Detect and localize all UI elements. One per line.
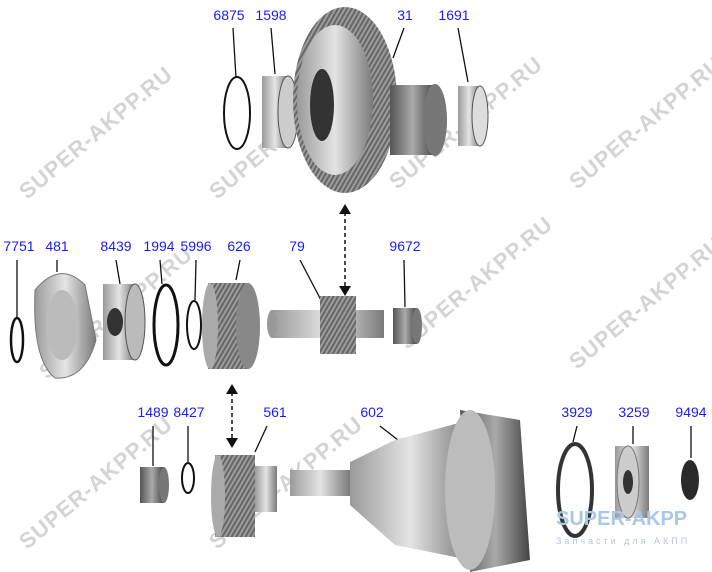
label-8427[interactable]: 8427: [173, 404, 205, 420]
label-31[interactable]: 31: [397, 7, 413, 23]
label-79[interactable]: 79: [289, 238, 305, 254]
part-79-shaft: [267, 296, 384, 354]
label-602[interactable]: 602: [360, 404, 384, 420]
arrow-heads: [226, 204, 351, 448]
label-9672[interactable]: 9672: [389, 238, 421, 254]
logo-tagline: Запчасти для АКПП: [556, 536, 691, 546]
label-626[interactable]: 626: [227, 238, 251, 254]
leader-lines: [16, 27, 692, 466]
part-1489-needle-bearing: [140, 467, 169, 503]
logo: SUPER-AKPP: [556, 508, 688, 530]
label-481[interactable]: 481: [45, 238, 69, 254]
label-1994[interactable]: 1994: [143, 238, 175, 254]
label-3259[interactable]: 3259: [618, 404, 650, 420]
part-8427-ring: [181, 462, 195, 494]
label-1691[interactable]: 1691: [438, 7, 470, 23]
label-7751[interactable]: 7751: [3, 238, 35, 254]
label-9494[interactable]: 9494: [675, 404, 707, 420]
part-9494-nut: [681, 460, 699, 500]
label-1598[interactable]: 1598: [255, 7, 287, 23]
part-561-gear: [211, 455, 277, 537]
label-3929[interactable]: 3929: [561, 404, 593, 420]
part-8439-bearing: [103, 283, 146, 361]
part-602-drum: [290, 410, 530, 572]
label-6875[interactable]: 6875: [213, 7, 245, 23]
part-3929-plate: [556, 442, 594, 538]
part-3259-bearing: [615, 445, 649, 519]
part-626-gear: [202, 283, 260, 369]
part-5996-ring: [186, 300, 202, 350]
label-561[interactable]: 561: [263, 404, 287, 420]
label-1489[interactable]: 1489: [137, 404, 169, 420]
part-7751-snap-ring: [9, 316, 25, 364]
assembly-arrows: [231, 212, 346, 440]
part-6875-ring: [223, 76, 251, 150]
part-31-gear: [293, 7, 447, 193]
part-481-housing: [34, 273, 97, 379]
label-5996[interactable]: 5996: [180, 238, 212, 254]
part-1691-race: [458, 85, 489, 147]
part-1598-race: [262, 75, 299, 149]
part-1994-snap-ring: [152, 283, 180, 367]
part-9672-needle-bearing: [393, 308, 422, 344]
label-8439[interactable]: 8439: [100, 238, 132, 254]
